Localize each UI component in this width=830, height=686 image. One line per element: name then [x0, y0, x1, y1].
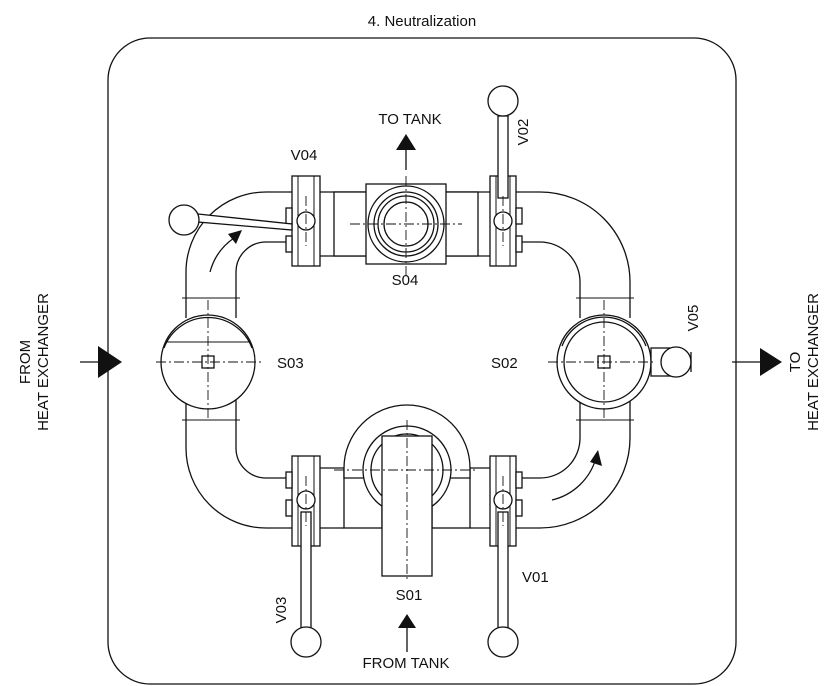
valve-v05	[650, 346, 692, 378]
inlet-label-line1: FROM	[17, 340, 34, 384]
to-tank-label: TO TANK	[378, 111, 441, 128]
diagram-title: 4. Neutralization	[368, 13, 476, 30]
outlet-flow-arrow	[732, 348, 782, 376]
valve-label-v05: V05	[685, 305, 702, 332]
valve-label-v02: V02	[515, 119, 532, 146]
to-tank-arrow	[396, 134, 416, 170]
valve-v03-handle	[290, 511, 322, 658]
sensor-label-s03: S03	[277, 355, 304, 372]
sensor-label-s04: S04	[392, 272, 419, 289]
from-tank-arrow	[398, 614, 416, 652]
internal-flow-arrow-top-left	[209, 230, 242, 273]
outlet-label-line1: TO	[787, 352, 804, 373]
inlet-flow-arrow	[80, 346, 122, 378]
valve-label-v03: V03	[273, 597, 290, 624]
inlet-label-line2: HEAT EXCHANGER	[35, 293, 52, 431]
sensor-label-s02: S02	[491, 355, 518, 372]
valve-label-v01: V01	[522, 569, 549, 586]
outlet-label-line2: HEAT EXCHANGER	[805, 293, 822, 431]
valve-label-v04: V04	[291, 147, 318, 164]
internal-flow-arrow-bottom-right	[551, 450, 602, 501]
centerlines	[156, 176, 656, 580]
valve-v04-handle	[168, 204, 293, 236]
sensor-label-s01: S01	[396, 587, 423, 604]
valve-v01-handle	[487, 511, 519, 658]
valve-v04-body	[285, 175, 321, 267]
from-tank-label: FROM TANK	[363, 655, 450, 672]
